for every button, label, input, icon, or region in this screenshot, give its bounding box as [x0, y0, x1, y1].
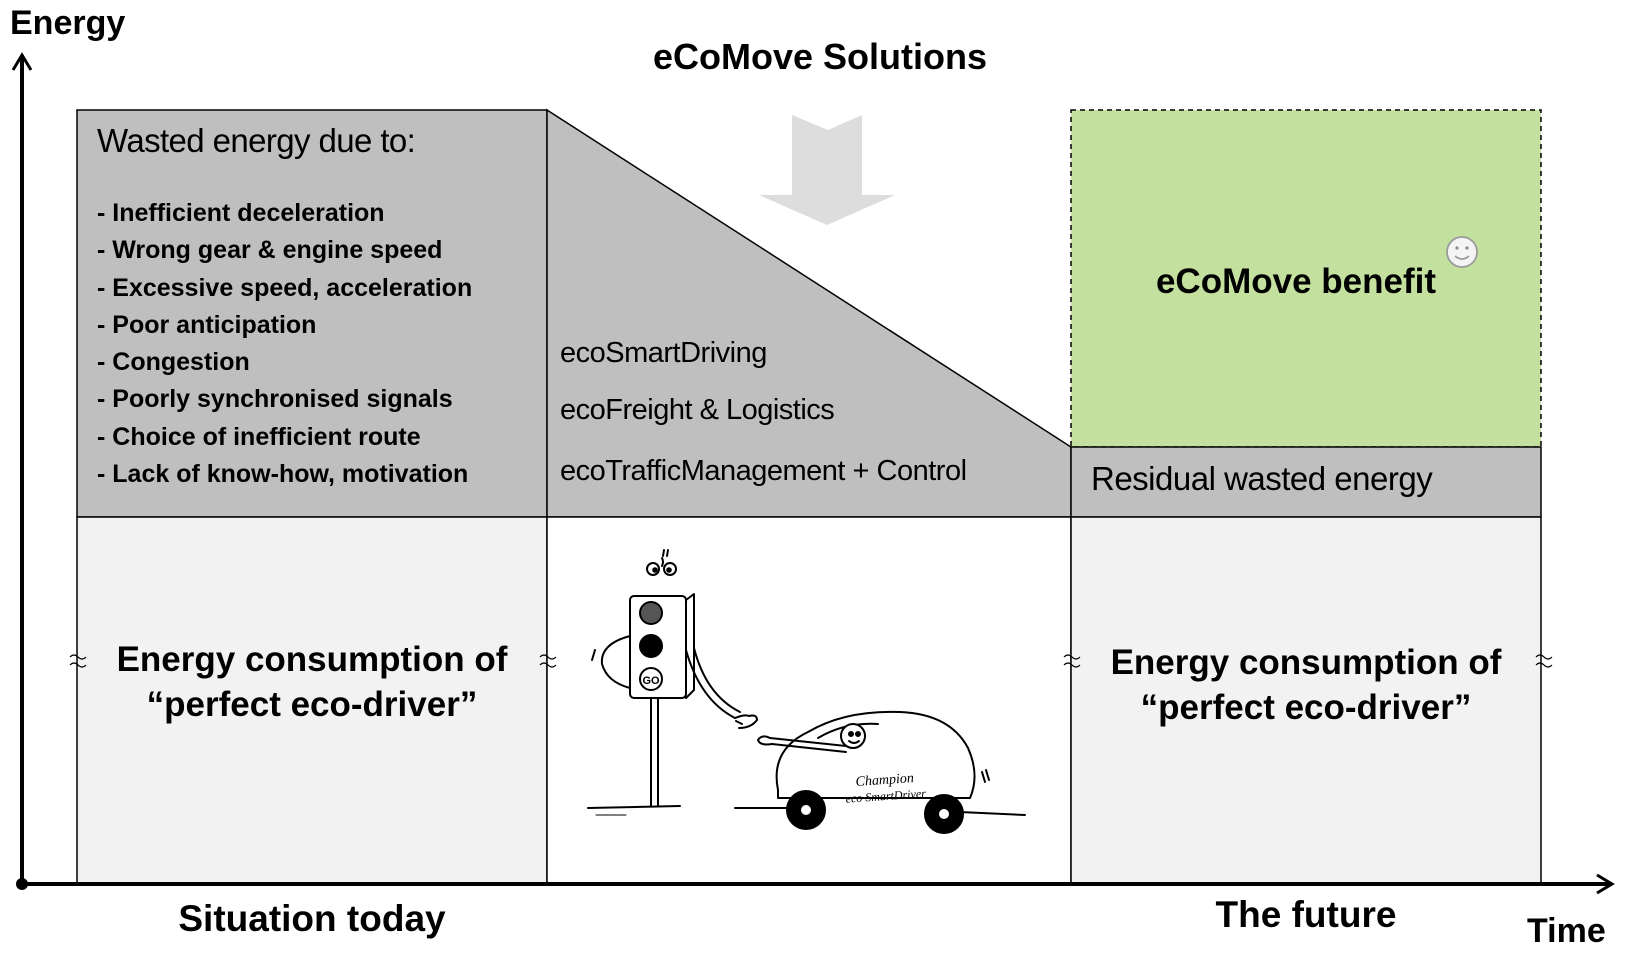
smiley-icon [1446, 236, 1478, 268]
reason-item: - Poor anticipation [97, 310, 317, 339]
solution-eco-traffic-management: ecoTrafficManagement + Control [560, 455, 967, 487]
traffic-light-go-text: GO [642, 675, 660, 687]
solution-eco-smart-driving: ecoSmartDriving [560, 337, 767, 369]
car-text-driver: eco SmartDriver [845, 786, 926, 806]
today-wasted-box [76, 109, 548, 518]
car-text-champion: Champion [855, 771, 914, 790]
reason-item: - Excessive speed, acceleration [97, 273, 473, 302]
axis-origin [16, 878, 28, 890]
reason-item: - Congestion [97, 348, 250, 377]
axis-break-marks [69, 654, 1553, 668]
reason-item: - Poorly synchronised signals [97, 385, 453, 414]
energy-axis-label: Energy [10, 4, 126, 42]
reason-item: - Choice of inefficient route [97, 422, 421, 451]
reason-item: - Lack of know-how, motivation [97, 460, 469, 489]
today-baseline-line2: “perfect eco-driver” [146, 685, 478, 724]
today-baseline-text: Energy consumption of “perfect eco-drive… [77, 637, 547, 727]
situation-today-label: Situation today [178, 898, 446, 939]
diagram-title: eCoMove Solutions [652, 36, 988, 77]
future-baseline-line2: “perfect eco-driver” [1140, 688, 1472, 727]
energy-axis [11, 52, 33, 884]
down-arrow-icon [759, 115, 895, 225]
residual-label: Residual wasted energy [1091, 460, 1433, 497]
solution-eco-freight: ecoFreight & Logistics [560, 394, 835, 426]
future-benefit-box [1070, 109, 1542, 448]
future-baseline-box [1070, 516, 1542, 885]
today-baseline-line1: Energy consumption of [116, 640, 508, 679]
the-future-label: The future [1215, 894, 1397, 935]
future-baseline-text: Energy consumption of “perfect eco-drive… [1071, 640, 1541, 730]
time-axis [22, 873, 1615, 895]
today-baseline-box [76, 516, 548, 885]
wasted-energy-heading: Wasted energy due to: [97, 122, 416, 159]
future-baseline-line1: Energy consumption of [1110, 643, 1502, 682]
reason-item: - Wrong gear & engine speed [97, 236, 443, 265]
time-axis-label: Time [1527, 912, 1606, 950]
benefit-label: eCoMove benefit [1155, 262, 1437, 301]
reason-item: - Inefficient deceleration [97, 199, 385, 227]
wasted-energy-reasons: - Inefficient deceleration - Wrong gear … [97, 195, 472, 493]
cartoon-illustration [587, 549, 1026, 834]
